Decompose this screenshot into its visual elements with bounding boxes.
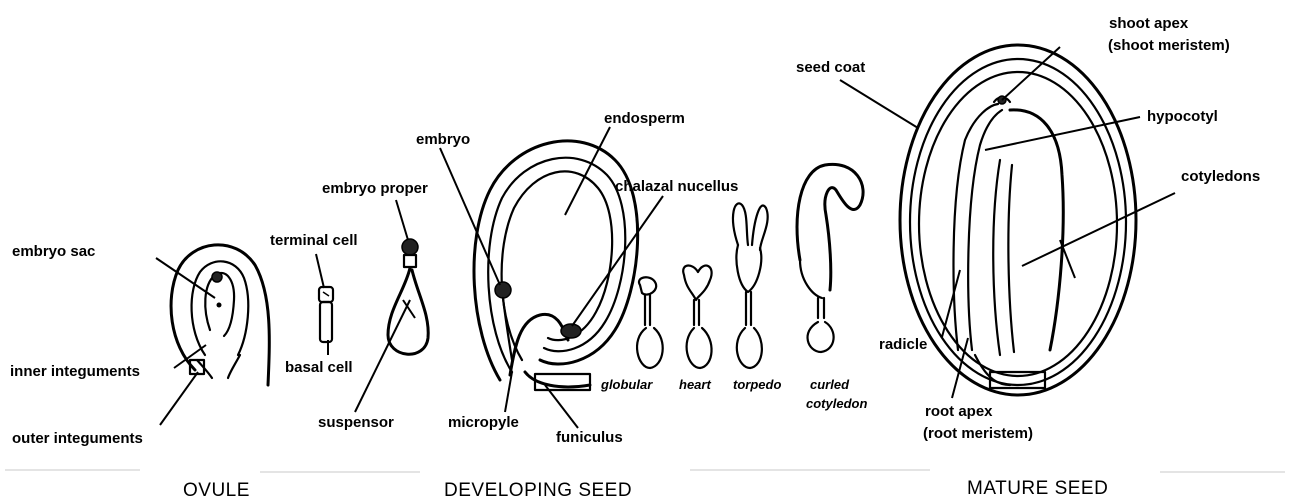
embryo-label: embryo: [416, 131, 470, 148]
hypocotyl-label: hypocotyl: [1147, 108, 1218, 125]
curled-label: curled: [810, 377, 850, 392]
heart-label: heart: [679, 377, 711, 392]
embryo-sac-label: embryo sac: [12, 243, 95, 260]
torpedo-label: torpedo: [733, 377, 781, 392]
curled-cotyledon-embryo-drawing: [797, 164, 863, 352]
micropyle-label: micropyle: [448, 414, 519, 431]
suspensor-label: suspensor: [318, 414, 394, 431]
seed-coat-label: seed coat: [796, 59, 865, 76]
mature-seed-drawing: [900, 45, 1136, 395]
mature-seed-stage-label: MATURE SEED: [967, 478, 1108, 499]
cotyledons-label: cotyledons: [1181, 168, 1260, 185]
two-cell-leaders: [316, 254, 328, 355]
developing-seed-stage-label: DEVELOPING SEED: [444, 480, 632, 501]
developing-seed-drawing: [474, 141, 638, 390]
funiculus-label: funiculus: [556, 429, 623, 446]
terminal-cell-label: terminal cell: [270, 232, 358, 249]
inner-integuments-label: inner integuments: [10, 363, 140, 380]
scan-noise: [5, 470, 1285, 472]
radicle-label: radicle: [879, 336, 927, 353]
ovule-drawing: [171, 245, 269, 385]
chalazal-nucellus-label: chalazal nucellus: [615, 178, 738, 195]
embryo-proper-label: embryo proper: [322, 180, 428, 197]
root-meristem-label: (root meristem): [923, 425, 1033, 442]
basal-cell-label: basal cell: [285, 359, 353, 376]
ovule-leaders: [156, 258, 215, 425]
cotyledon-label: cotyledon: [806, 396, 867, 411]
torpedo-embryo-drawing: [733, 203, 768, 368]
outer-integuments-label: outer integuments: [12, 430, 143, 447]
shoot-apex-label: shoot apex: [1109, 15, 1189, 32]
two-cell-embryo-drawing: [319, 287, 333, 342]
endosperm-label: endosperm: [604, 110, 685, 127]
globular-label: globular: [600, 377, 653, 392]
shoot-meristem-label: (shoot meristem): [1108, 37, 1230, 54]
heart-embryo-drawing: [683, 266, 711, 368]
proembryo-drawing: [388, 239, 428, 354]
globular-embryo-drawing: [637, 277, 663, 368]
ovule-stage-label: OVULE: [183, 480, 250, 501]
root-apex-label: root apex: [925, 403, 993, 420]
proembryo-leaders: [355, 200, 410, 412]
